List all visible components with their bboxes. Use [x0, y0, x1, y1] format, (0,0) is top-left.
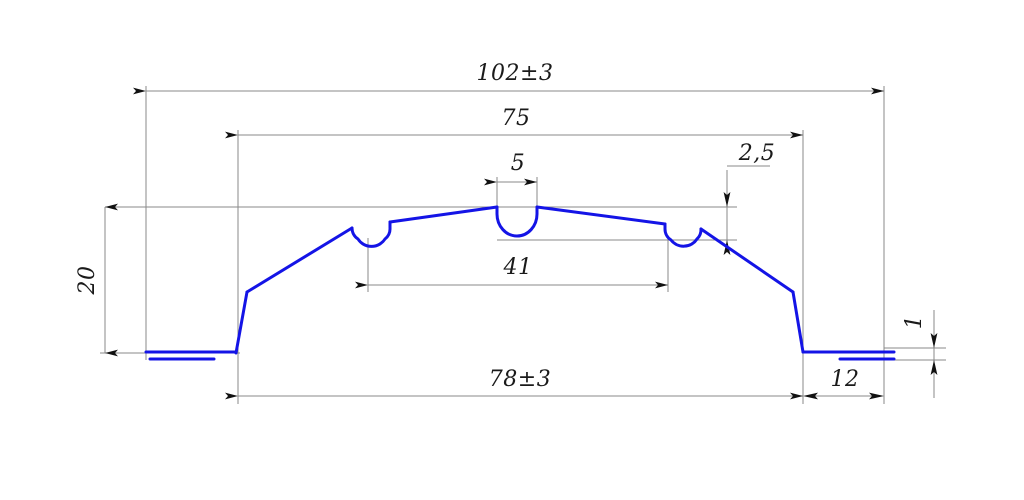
arrowhead-thickness-bottom — [930, 360, 938, 375]
dimension-label-flange-thickness: 1 — [902, 315, 927, 330]
dimension-label-base-width: 78±3 — [489, 367, 551, 392]
arrowhead-right-flange-right — [869, 392, 884, 400]
arrowhead-right-flange-left — [803, 392, 818, 400]
sheet-profile-group — [144, 205, 896, 361]
profile-center-notch — [495, 205, 539, 238]
dimension-label-overall-width: 102±3 — [477, 61, 554, 86]
dimension-labels-group: 102±3 75 5 41 78±3 12 20 2,5 1 — [75, 61, 927, 392]
dimension-label-top-flange-width: 75 — [502, 106, 531, 131]
profile-right-upper-slope — [535, 205, 667, 226]
profile-right-groove — [663, 222, 703, 248]
profile-left-upper-slope — [388, 205, 499, 224]
profile-left-groove — [350, 220, 392, 248]
dimension-label-groove-spacing: 41 — [503, 255, 533, 280]
dimension-label-right-flange: 12 — [831, 367, 860, 392]
profile-right-riser — [791, 290, 805, 354]
profile-left-riser — [234, 290, 249, 355]
arrowhead-thickness-top — [930, 333, 938, 348]
dimension-label-center-notch: 5 — [511, 151, 526, 176]
dimension-lines-group — [104, 87, 938, 400]
arrowhead-step-offset-top — [723, 192, 731, 207]
reference-lines-group — [110, 206, 737, 241]
extension-lines-group — [100, 86, 946, 404]
profile-left-slope-lower — [245, 226, 354, 294]
dimension-label-step-offset: 2,5 — [738, 141, 776, 166]
dimension-label-overall-height: 20 — [75, 266, 100, 296]
profile-right-slope-lower — [699, 227, 795, 294]
